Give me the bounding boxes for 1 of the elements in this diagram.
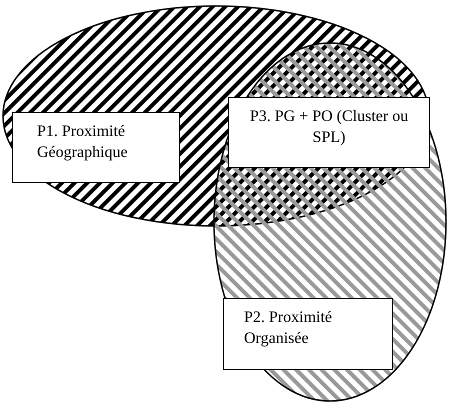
label-box: P3. PG + PO (Cluster ou SPL): [228, 97, 430, 168]
